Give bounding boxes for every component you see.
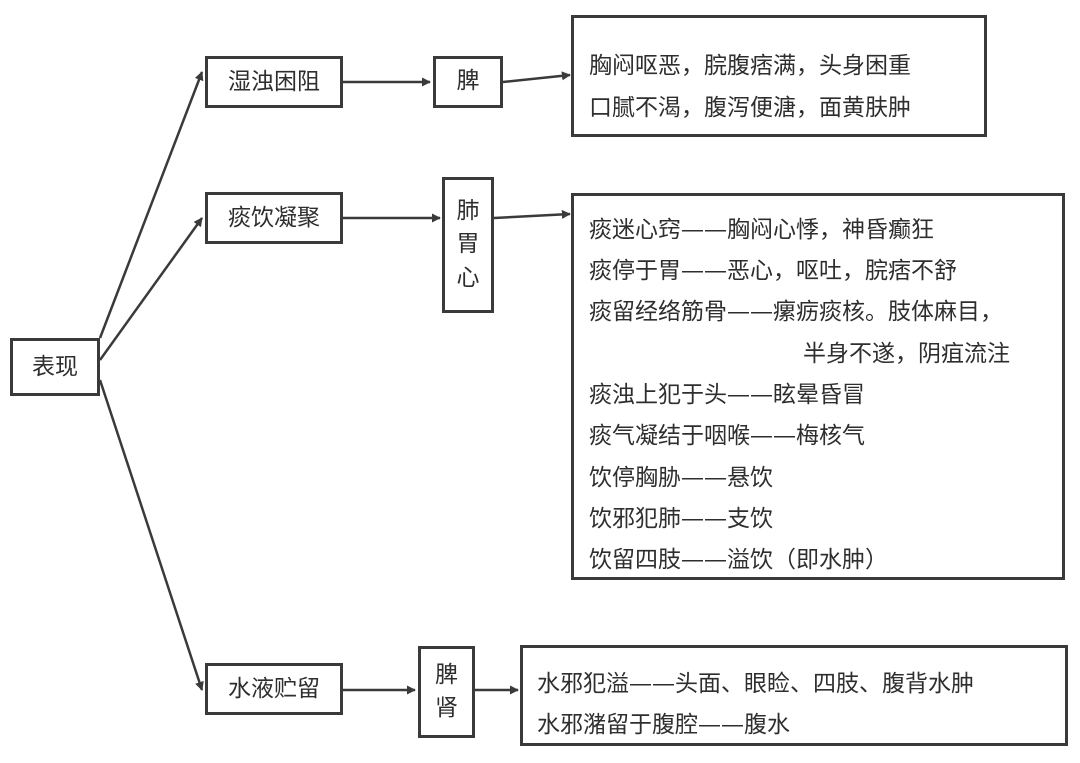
root-label: 表现 <box>32 353 78 380</box>
detail-line: 痰迷心窍——胸闷心悸，神昏癫狂 <box>589 217 934 243</box>
branch-label: 水液贮留 <box>228 675 320 702</box>
detail-line: 口腻不渴，腹泻便溏，面黄肤肿 <box>589 95 911 121</box>
detail-line: 痰停于胃——恶心，呕吐，脘痞不舒 <box>589 258 957 284</box>
detail-line: 痰浊上犯于头——眩晕昏冒 <box>589 382 865 408</box>
branch-label: 痰饮凝聚 <box>228 204 320 231</box>
organ-node-1: 脾 <box>433 56 503 108</box>
detail-line: 水邪犯溢——头面、眼睑、四肢、腹背水肿 <box>537 671 974 697</box>
arrow-root-to-branch-3 <box>98 379 204 691</box>
detail-line: 痰气凝结于咽喉——梅核气 <box>589 423 865 449</box>
detail-box-3: 水邪犯溢——头面、眼睑、四肢、腹背水肿 水邪潴留于腹腔——腹水 <box>520 645 1068 746</box>
detail-line: 饮邪犯肺——支饮 <box>589 506 773 532</box>
detail-line: 胸闷呕恶，脘腹痞满，头身困重 <box>589 53 911 79</box>
branch-node-2: 痰饮凝聚 <box>205 192 343 244</box>
organ-char: 肾 <box>435 695 458 721</box>
organ-node-2: 肺 胃 心 <box>442 177 494 313</box>
organ-char: 脾 <box>456 68 480 95</box>
arrow-root-to-branch-1 <box>98 71 204 339</box>
organ-char: 心 <box>456 264 480 291</box>
root-node: 表现 <box>10 338 100 396</box>
arrow-organ-1-to-details <box>502 71 571 84</box>
detail-line: 半身不遂，阴疽流注 <box>803 341 1010 367</box>
detail-box-1: 胸闷呕恶，脘腹痞满，头身困重 口腻不渴，腹泻便溏，面黄肤肿 <box>571 15 987 137</box>
organ-char: 脾 <box>435 661 458 688</box>
organ-char: 胃 <box>456 231 480 258</box>
detail-line: 饮留四肢——溢饮（即水肿） <box>589 547 888 573</box>
organ-char: 肺 <box>456 197 480 224</box>
arrow-root-to-branch-2 <box>98 217 204 361</box>
detail-box-2: 痰迷心窍——胸闷心悸，神昏癫狂 痰停于胃——恶心，呕吐，脘痞不舒 痰留经络筋骨—… <box>571 193 1065 580</box>
branch-node-3: 水液贮留 <box>205 663 343 715</box>
detail-line: 饮停胸胁——悬饮 <box>589 465 773 491</box>
organ-node-3: 脾 肾 <box>418 646 475 738</box>
branch-label: 湿浊困阻 <box>228 68 320 95</box>
branch-node-1: 湿浊困阻 <box>205 56 343 108</box>
detail-line: 水邪潴留于腹腔——腹水 <box>537 712 790 738</box>
arrow-organ-2-to-details <box>493 209 571 220</box>
detail-line: 痰留经络筋骨——瘰疬痰核。肢体麻目， <box>589 299 1003 325</box>
